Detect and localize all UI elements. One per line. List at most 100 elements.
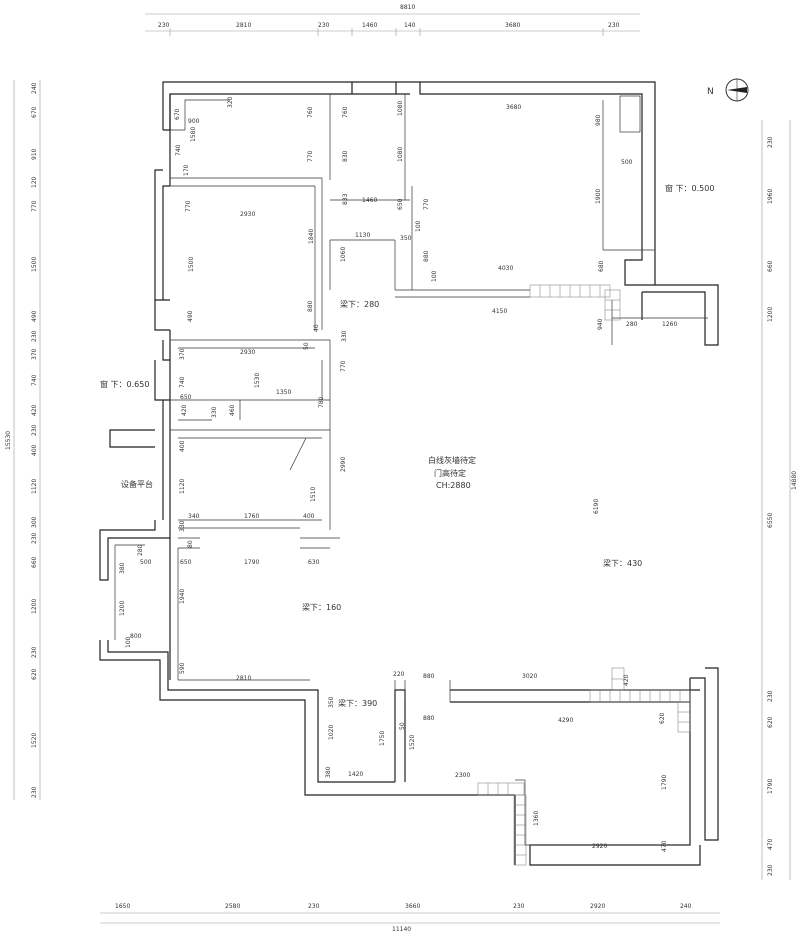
room-dim: 940 (597, 318, 604, 330)
window-sill-note: 窗 下：0.500 (665, 183, 714, 193)
room-dim: 650 (180, 394, 192, 401)
north-arrow (725, 78, 749, 102)
left-dim: 240 (31, 82, 38, 94)
right-dimension-chain (761, 120, 791, 880)
room-dim: 2930 (240, 349, 255, 356)
room-dim: 50 (399, 722, 406, 730)
room-dim: 330 (211, 406, 218, 418)
room-dim: 630 (308, 559, 320, 566)
right-dim: 1960 (767, 189, 774, 204)
room-dim: 833 (342, 193, 349, 205)
tile-zone (589, 667, 691, 733)
left-dim: 300 (31, 516, 38, 528)
left-dim: 230 (31, 330, 38, 342)
room-dim: 1940 (179, 589, 186, 604)
room-dim: 320 (227, 96, 234, 108)
room-dim: 50 (303, 342, 310, 350)
equipment-platform-label: 设备平台 (121, 479, 153, 489)
room-dim: 900 (188, 118, 200, 125)
top-dim: 230 (318, 22, 330, 29)
room-dim: 670 (174, 108, 181, 120)
interior-walls (114, 94, 708, 846)
room-dim: 100 (431, 270, 438, 282)
left-dim: 420 (31, 404, 38, 416)
left-dim: 770 (31, 200, 38, 212)
room-dim: 650 (397, 198, 404, 210)
right-upper-total-dim: 6550 (767, 513, 774, 528)
top-dim: 230 (158, 22, 170, 29)
left-dim: 120 (31, 176, 38, 188)
right-dim: 1200 (767, 307, 774, 322)
room-dim: 4150 (492, 308, 507, 315)
room-dim: 880 (423, 250, 430, 262)
left-dim: 230 (31, 532, 38, 544)
room-dim: 1500 (188, 257, 195, 272)
room-dim: 880 (423, 673, 435, 680)
room-dim: 490 (187, 310, 194, 322)
room-dim: 880 (423, 715, 435, 722)
room-dim: 470 (661, 840, 668, 852)
room-dim: 3680 (506, 104, 521, 111)
room-dim: 420 (623, 674, 630, 686)
ceiling-height-note: CH:2880 (436, 481, 471, 490)
room-dim: 380 (325, 766, 332, 778)
room-dim: 100 (415, 220, 422, 232)
left-dim: 230 (31, 646, 38, 658)
left-dim: 620 (31, 668, 38, 680)
general-note: 门高待定 (434, 468, 466, 478)
left-total-dim: 15530 (5, 431, 12, 450)
room-dim: 1900 (595, 189, 602, 204)
right-dim: 230 (767, 690, 774, 702)
bottom-dim: 2580 (225, 903, 240, 910)
room-dim: 1420 (348, 771, 363, 778)
top-dim: 230 (608, 22, 620, 29)
beam-height-note: 梁下：390 (338, 699, 377, 708)
room-dim: 40 (313, 324, 320, 332)
north-label: N (707, 87, 714, 97)
room-dim: 1760 (244, 513, 259, 520)
room-dim: 280 (137, 544, 144, 556)
left-dim: 740 (31, 374, 38, 386)
right-dim: 470 (767, 838, 774, 850)
room-dim: 380 (119, 562, 126, 574)
exterior-walls (99, 81, 719, 866)
left-dim: 670 (31, 106, 38, 118)
room-dim: 740 (179, 376, 186, 388)
left-dim: 1500 (31, 257, 38, 272)
room-dim: 1200 (119, 601, 126, 616)
left-dim: 230 (31, 424, 38, 436)
room-dim: 760 (307, 106, 314, 118)
top-dim: 140 (404, 22, 416, 29)
left-dim: 400 (31, 444, 38, 456)
room-dim: 280 (626, 321, 638, 328)
room-dim: 2930 (240, 211, 255, 218)
room-dim: 500 (621, 159, 633, 166)
room-dim: 1840 (308, 229, 315, 244)
room-dim: 770 (307, 150, 314, 162)
right-dim: 660 (767, 260, 774, 272)
room-dim: 1130 (355, 232, 370, 239)
room-dim: 800 (130, 633, 142, 640)
right-dim: 1790 (767, 779, 774, 794)
beam-height-note: 梁下：430 (603, 559, 642, 568)
room-dim: 1060 (340, 247, 347, 262)
room-dim: 350 (400, 235, 412, 242)
room-dim: 1020 (328, 725, 335, 740)
bottom-dim: 1650 (115, 903, 130, 910)
left-dim: 660 (31, 556, 38, 568)
room-dim: 830 (342, 150, 349, 162)
room-dim: 1080 (397, 101, 404, 116)
room-dim: 460 (229, 404, 236, 416)
room-dim: 1790 (244, 559, 259, 566)
room-dim: 100 (125, 636, 132, 648)
room-dim: 770 (423, 198, 430, 210)
room-dim: 1120 (179, 479, 186, 494)
room-dim: 220 (393, 671, 405, 678)
room-dim: 170 (183, 164, 190, 176)
left-dimension-chain (13, 80, 41, 800)
top-dimension-chain (145, 13, 640, 36)
room-dim: 1260 (662, 321, 677, 328)
room-dim: 420 (181, 404, 188, 416)
room-dim: 330 (341, 330, 348, 342)
room-dim: 620 (659, 712, 666, 724)
